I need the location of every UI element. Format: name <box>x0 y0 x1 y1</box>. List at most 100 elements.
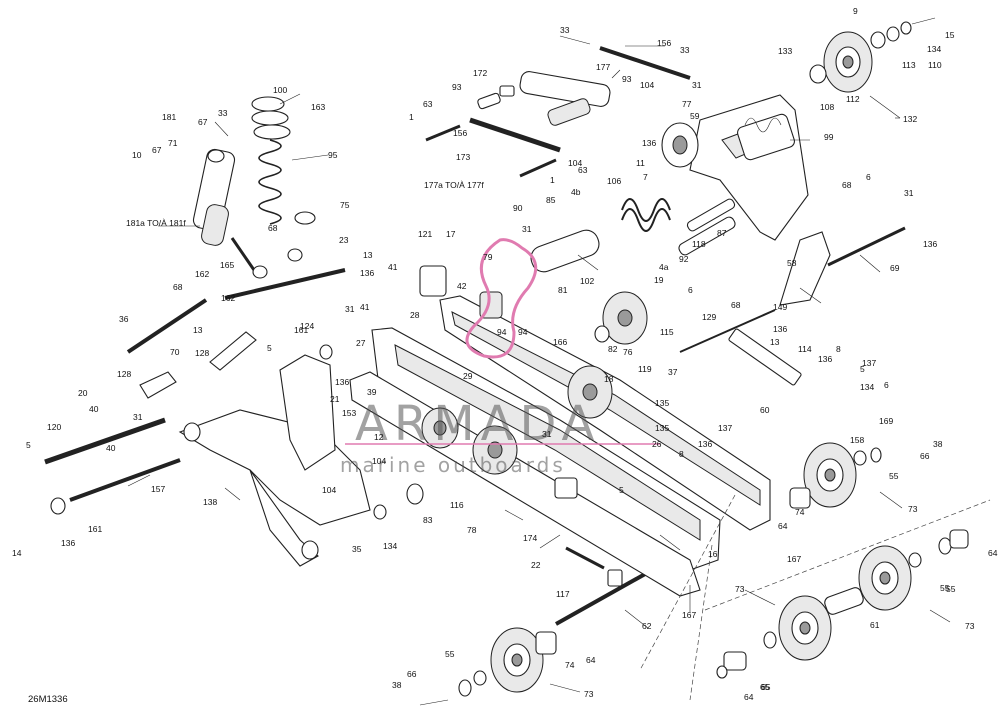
callout-label: 76 <box>623 347 633 357</box>
callout-label: 92 <box>679 254 689 264</box>
callout-label: 156 <box>453 128 467 138</box>
callout-label: 166 <box>553 337 567 347</box>
callout-label: 132 <box>903 114 917 124</box>
callout-label: 67 <box>152 145 162 155</box>
callout-label: 4a <box>659 262 669 272</box>
watermark-tagline: marine outboards <box>340 453 566 477</box>
callout-label: 128 <box>195 348 209 358</box>
callout-label: 8 <box>836 344 841 354</box>
callout-label: 33 <box>560 25 570 35</box>
callout-label: 55 <box>940 583 950 593</box>
callout-label: 94 <box>518 327 528 337</box>
callout-label: 169 <box>879 416 893 426</box>
callout-label: 5 <box>26 440 31 450</box>
callout-label: 82 <box>608 344 618 354</box>
callout-label: 78 <box>467 525 477 535</box>
callout-label: 7 <box>643 172 648 182</box>
callout-label: 4b <box>571 187 581 197</box>
callout-label: 64 <box>586 655 596 665</box>
callout-label: 99 <box>824 132 834 142</box>
callout-label: 81 <box>558 285 568 295</box>
upper-links <box>425 46 691 178</box>
callout-label: 70 <box>170 347 180 357</box>
callout-label: 74 <box>795 507 805 517</box>
callout-label: 33 <box>680 45 690 55</box>
callout-label: 181a TO/À 181f <box>126 218 186 228</box>
callout-label: 102 <box>580 276 594 286</box>
callout-label: 110 <box>928 60 942 70</box>
callout-label: 93 <box>622 74 632 84</box>
callout-label: 39 <box>367 387 377 397</box>
callout-label: 14 <box>12 548 22 558</box>
callout-label: 108 <box>820 102 834 112</box>
callout-label: 77 <box>682 99 692 109</box>
callout-label: 117 <box>556 589 570 599</box>
callout-label: 64 <box>988 548 998 558</box>
callout-label: 134 <box>927 44 941 54</box>
callout-label: 73 <box>735 584 745 594</box>
callout-label: 162 <box>221 293 235 303</box>
callout-label: 31 <box>904 188 914 198</box>
callout-label: 137 <box>862 358 876 368</box>
callout-label: 121 <box>418 229 432 239</box>
callout-label: 136 <box>923 239 937 249</box>
callout-label: 33 <box>218 108 228 118</box>
callout-label: 153 <box>342 408 356 418</box>
callout-label: 21 <box>330 394 340 404</box>
callout-label: 173 <box>456 152 470 162</box>
callout-label: 100 <box>273 85 287 95</box>
callout-label: 113 <box>902 60 916 70</box>
callout-label: 63 <box>578 165 588 175</box>
callout-label: 133 <box>778 46 792 56</box>
bottom-wheel-set-left <box>419 627 557 706</box>
rear-arm-assembly <box>178 354 371 567</box>
callout-label: 29 <box>463 371 473 381</box>
callout-label: 13 <box>770 337 780 347</box>
callout-label: 94 <box>497 327 507 337</box>
callout-label: 26 <box>652 439 662 449</box>
callout-label: 71 <box>168 138 178 148</box>
callout-label: 13 <box>193 325 203 335</box>
callout-label: 15 <box>945 30 955 40</box>
callout-label: 36 <box>119 314 129 324</box>
callout-label: 22 <box>531 560 541 570</box>
callout-label: 135 <box>655 423 669 433</box>
callout-label: 68 <box>842 180 852 190</box>
callout-label: 177a TO/À 177f <box>424 180 484 190</box>
callout-label: 55 <box>445 649 455 659</box>
callout-label: 181 <box>162 112 176 122</box>
callout-label: 8 <box>679 449 684 459</box>
pins-and-axles <box>44 226 906 626</box>
callout-label: 156 <box>657 38 671 48</box>
callout-label: 5 <box>619 485 624 495</box>
callout-label: 64 <box>744 692 754 702</box>
callout-label: 5 <box>860 364 865 374</box>
callout-label: 41 <box>360 302 370 312</box>
callout-label: 177 <box>596 62 610 72</box>
callout-label: 31 <box>345 304 355 314</box>
front-arm-assembly <box>661 94 809 241</box>
callout-label: 55 <box>889 471 899 481</box>
callout-label: 40 <box>106 443 116 453</box>
callout-label: 67 <box>198 117 208 127</box>
callout-label: 162 <box>195 269 209 279</box>
callout-label: 10 <box>132 150 142 160</box>
callout-label: 68 <box>731 300 741 310</box>
callout-label: 136 <box>335 377 349 387</box>
callout-label: 136 <box>642 138 656 148</box>
figure-code: 26M1336 <box>28 694 68 705</box>
callout-label: 16 <box>708 549 718 559</box>
callout-label: 138 <box>203 497 217 507</box>
callout-label: 62 <box>642 621 652 631</box>
callout-label: 85 <box>546 195 556 205</box>
callout-label: 20 <box>78 388 88 398</box>
callout-label: 165 <box>220 260 234 270</box>
callout-label: 104 <box>568 158 582 168</box>
callout-label: 65 <box>761 682 771 692</box>
callout-label: 5 <box>267 343 272 353</box>
callout-label: 136 <box>698 439 712 449</box>
callout-label: 83 <box>423 515 433 525</box>
callout-label: 116 <box>450 500 464 510</box>
callout-label: 18 <box>604 374 614 384</box>
